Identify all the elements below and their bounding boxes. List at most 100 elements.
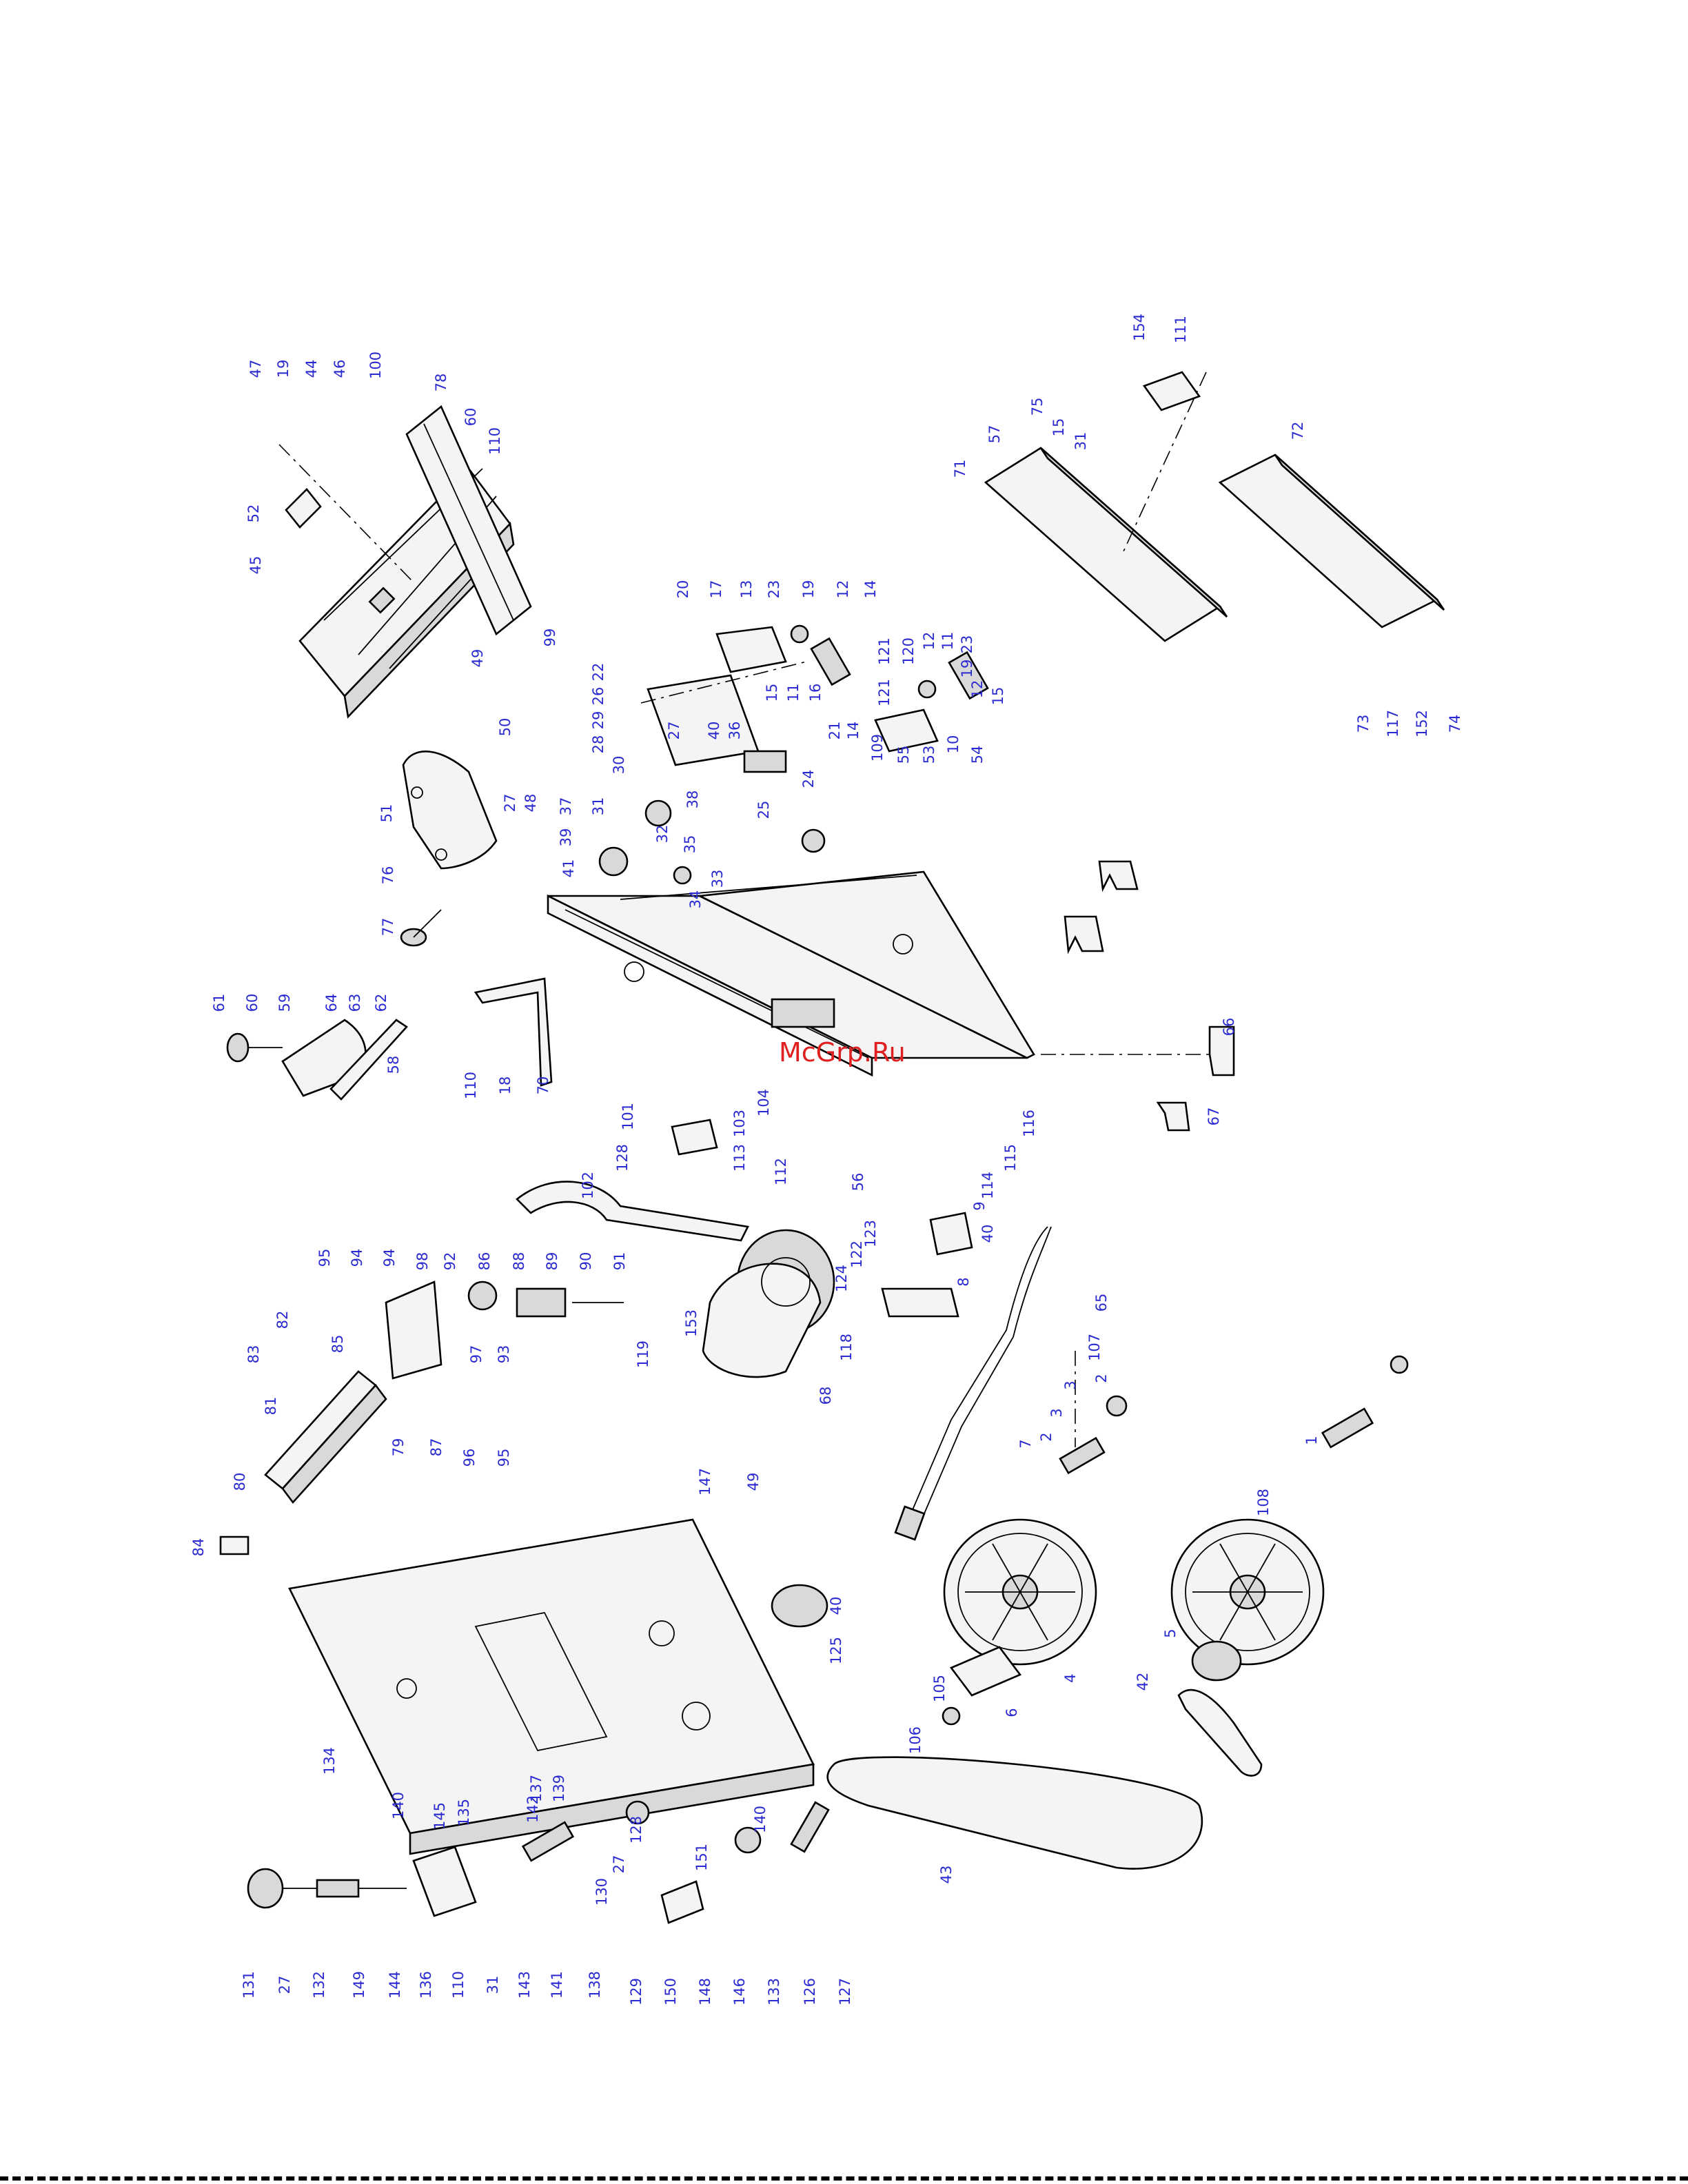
lower-guide-assembly <box>790 624 989 753</box>
part-label-77: 77 <box>380 918 396 937</box>
part-label-14: 14 <box>845 722 862 740</box>
tension-bracket <box>412 1846 477 1917</box>
part-label-146: 146 <box>731 1978 748 2006</box>
part-label-23: 23 <box>766 580 782 599</box>
part-label-86: 86 <box>476 1252 493 1271</box>
part-label-103: 103 <box>731 1110 748 1137</box>
part-label-128: 128 <box>628 1816 644 1844</box>
part-label-111: 111 <box>1172 316 1189 343</box>
part-label-27: 27 <box>276 1976 293 1994</box>
table-fence-rail <box>405 405 532 636</box>
part-label-74: 74 <box>1447 715 1463 733</box>
part-label-99: 99 <box>542 629 558 647</box>
part-label-18: 18 <box>497 1076 513 1095</box>
part-label-140: 140 <box>390 1792 407 1819</box>
saw-blade <box>826 1756 1203 1870</box>
part-label-70: 70 <box>535 1076 551 1095</box>
part-label-142: 142 <box>525 1795 541 1823</box>
part-label-11: 11 <box>785 684 802 702</box>
part-label-55: 55 <box>895 746 912 764</box>
part-label-59: 59 <box>276 994 293 1012</box>
part-label-5: 5 <box>1162 1629 1179 1637</box>
part-label-13: 13 <box>738 580 755 599</box>
part-label-27: 27 <box>502 794 518 813</box>
part-label-93: 93 <box>496 1345 512 1364</box>
part-label-145: 145 <box>431 1802 448 1830</box>
part-label-29: 29 <box>590 711 607 730</box>
watermark: McGrp.Ru <box>779 1037 906 1068</box>
table-trunnion <box>402 751 498 870</box>
fence-end-cap <box>219 1535 250 1555</box>
part-label-2: 2 <box>1093 1374 1110 1382</box>
part-label-149: 149 <box>351 1971 367 1999</box>
part-label-36: 36 <box>726 722 743 740</box>
part-label-73: 73 <box>1355 715 1372 733</box>
part-label-50: 50 <box>497 718 513 737</box>
part-label-121: 121 <box>876 637 893 665</box>
part-label-47: 47 <box>247 360 264 378</box>
part-label-102: 102 <box>580 1172 596 1199</box>
part-label-98: 98 <box>414 1252 431 1271</box>
part-label-90: 90 <box>578 1252 594 1271</box>
part-label-115: 115 <box>1002 1144 1019 1172</box>
part-label-49: 49 <box>469 649 486 668</box>
part-label-31: 31 <box>485 1976 501 1994</box>
part-label-114: 114 <box>979 1172 996 1199</box>
part-label-12: 12 <box>921 632 937 651</box>
part-label-58: 58 <box>385 1056 402 1074</box>
part-label-116: 116 <box>1021 1110 1037 1137</box>
wheel-hub-casting <box>771 1584 828 1628</box>
part-label-96: 96 <box>461 1449 478 1467</box>
part-label-54: 54 <box>969 746 986 764</box>
part-label-12: 12 <box>969 680 986 699</box>
axis-panel <box>1123 371 1207 552</box>
part-label-38: 38 <box>684 790 701 809</box>
part-label-100: 100 <box>367 351 384 379</box>
part-label-45: 45 <box>247 556 264 575</box>
part-label-126: 126 <box>802 1978 818 2006</box>
part-label-75: 75 <box>1029 398 1046 416</box>
part-label-62: 62 <box>373 994 389 1012</box>
part-label-35: 35 <box>682 835 698 854</box>
part-label-48: 48 <box>522 794 539 813</box>
upper-body-casting <box>288 1518 815 1855</box>
part-label-147: 147 <box>697 1468 713 1496</box>
part-label-101: 101 <box>620 1103 636 1130</box>
part-label-135: 135 <box>456 1799 472 1826</box>
part-label-68: 68 <box>817 1387 834 1405</box>
table-insert <box>285 488 322 529</box>
part-label-16: 16 <box>807 684 824 702</box>
part-label-72: 72 <box>1290 422 1306 440</box>
frame-handle <box>474 977 553 1087</box>
part-label-130: 130 <box>593 1878 610 1906</box>
table-lock-knob <box>400 909 442 947</box>
part-label-40: 40 <box>828 1597 844 1615</box>
part-label-151: 151 <box>693 1844 710 1871</box>
part-label-124: 124 <box>833 1265 850 1292</box>
miter-gauge <box>226 1019 408 1101</box>
part-label-94: 94 <box>381 1249 398 1267</box>
part-label-150: 150 <box>662 1978 679 2006</box>
wheel-bracket <box>942 1646 1022 1726</box>
part-label-94: 94 <box>349 1249 365 1267</box>
part-label-91: 91 <box>611 1252 628 1271</box>
part-label-95: 95 <box>316 1249 333 1267</box>
part-label-80: 80 <box>232 1473 248 1491</box>
part-label-109: 109 <box>869 734 886 762</box>
part-label-128: 128 <box>614 1144 631 1172</box>
part-label-131: 131 <box>241 1971 257 1999</box>
part-label-61: 61 <box>211 994 227 1012</box>
drive-belt <box>1177 1688 1263 1777</box>
part-label-25: 25 <box>755 801 772 819</box>
part-label-12: 12 <box>835 580 851 599</box>
part-label-79: 79 <box>390 1438 407 1457</box>
part-label-23: 23 <box>959 635 975 654</box>
axis-table <box>278 444 414 583</box>
panel-latch <box>1142 371 1201 411</box>
part-label-40: 40 <box>706 722 722 740</box>
part-label-15: 15 <box>764 684 780 702</box>
part-label-30: 30 <box>611 756 627 775</box>
part-label-14: 14 <box>862 580 879 599</box>
